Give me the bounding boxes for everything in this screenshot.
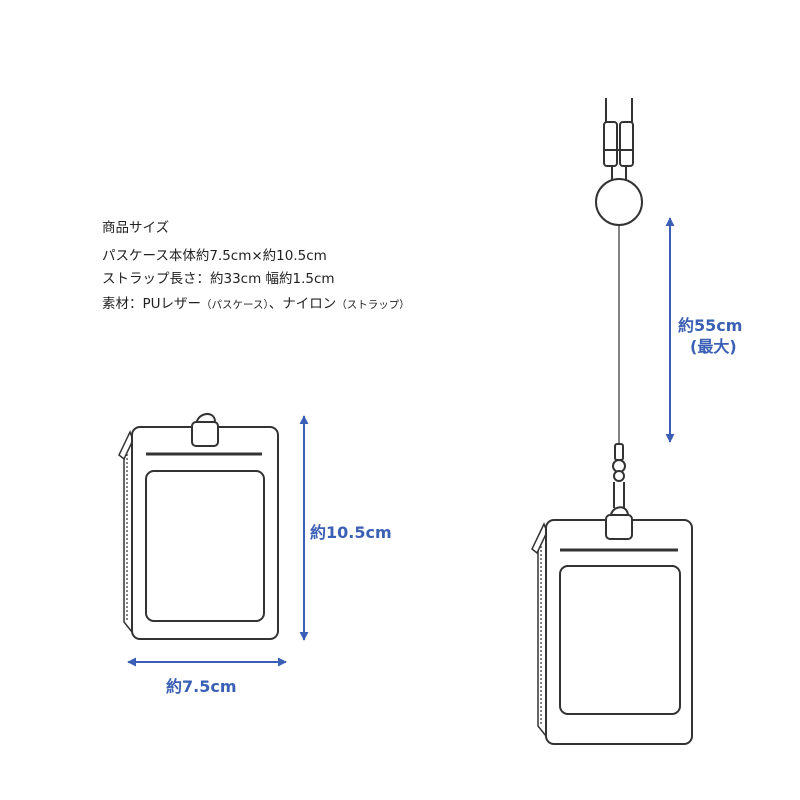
cord-stopper [614, 443, 624, 461]
strap-buckle-right [619, 121, 634, 167]
clear-window [559, 565, 681, 715]
spec-material: 素材：PUレザー（パスケース）、ナイロン（ストラップ） [102, 292, 410, 312]
spec-heading: 商品サイズ [102, 220, 170, 236]
spec-case-size: パスケース本体約7.5cm×約10.5cm [102, 248, 327, 264]
hook-clasp [605, 514, 633, 540]
zipper-gusset [537, 527, 547, 737]
spec-material-label: 素材：PUレザー [102, 296, 202, 312]
connector-strap [613, 482, 625, 508]
width-dimension-label: 約7.5cm [166, 677, 237, 696]
hook-clasp [191, 421, 219, 447]
zipper-pull [531, 522, 548, 555]
pass-case-hanging [531, 506, 693, 745]
spec-material-strap-note: （ストラップ） [336, 299, 410, 311]
zipper-pull [118, 430, 134, 461]
height-dimension-label: 約10.5cm [310, 523, 392, 542]
reel-length-note: (最大) [690, 337, 737, 356]
zipper-gusset [123, 435, 133, 633]
reel-neck [611, 166, 627, 180]
strap-buckle-left [603, 121, 618, 167]
spec-material-sep: 、ナイロン [268, 296, 337, 312]
reel-length-label: 約55cm [678, 316, 743, 335]
spec-strap-size: ストラップ長さ：約33cm 幅約1.5cm [102, 271, 335, 287]
strap-assembly [595, 98, 643, 508]
clear-window [145, 470, 265, 622]
pass-case-front [118, 413, 279, 640]
reel-housing [595, 178, 643, 226]
spec-material-case-note: （パスケース） [201, 299, 269, 311]
connector-ring-bottom [613, 470, 625, 482]
